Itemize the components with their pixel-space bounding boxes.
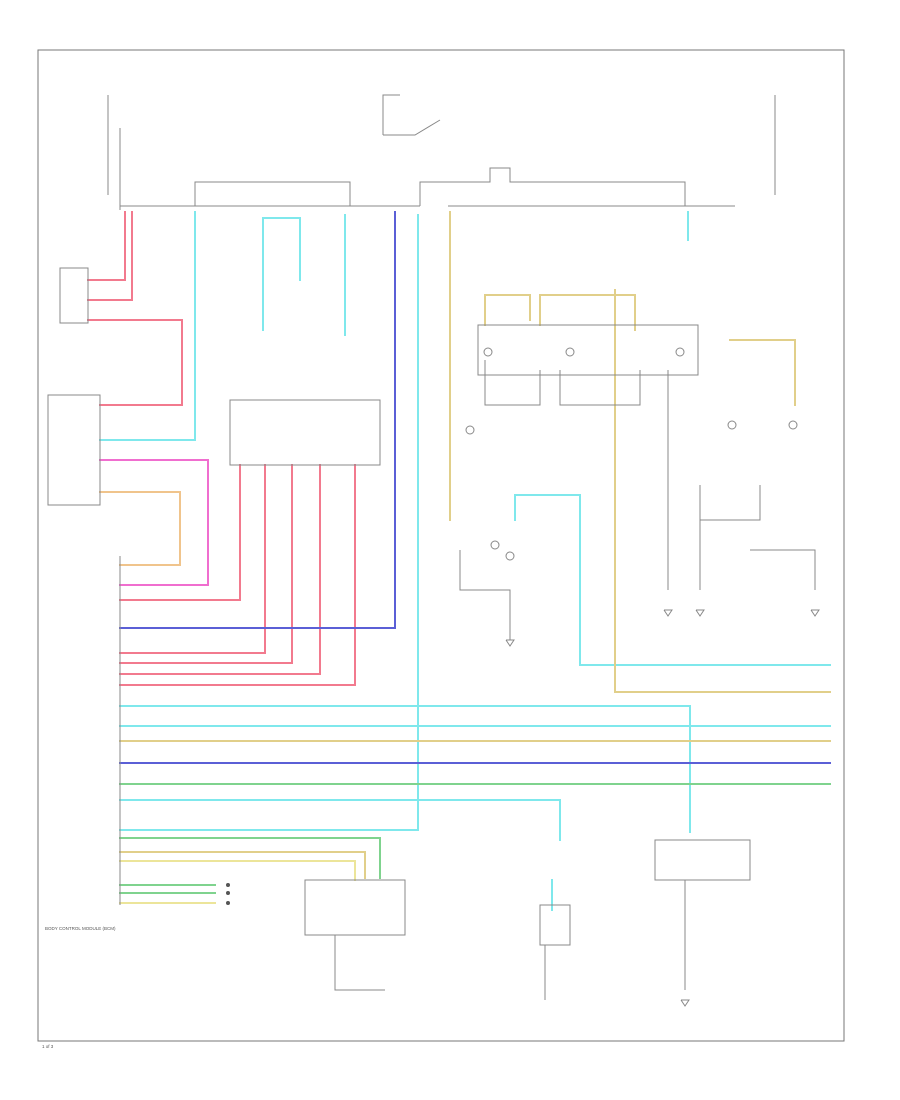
lamp-6 [788, 420, 798, 430]
red-wire-5 [119, 464, 266, 654]
red-wire-7 [119, 464, 321, 675]
lamps [465, 347, 798, 561]
headlamp-switch-box [47, 394, 101, 506]
fuse-block-box [229, 399, 381, 466]
pink-wire [99, 459, 209, 586]
relay-box [304, 879, 406, 936]
red-wire-6 [119, 464, 293, 664]
ground-2 [695, 609, 705, 617]
left-module-label: BODY CONTROL MODULE (BCM) [45, 926, 116, 931]
components [47, 267, 751, 946]
orange-wire [99, 491, 181, 566]
blue-wires [119, 211, 831, 764]
red-wire-2 [87, 211, 133, 301]
ground-1 [663, 609, 673, 617]
lamp-4 [465, 425, 475, 435]
lamp-1 [483, 347, 493, 357]
hazard-switch-box [654, 839, 751, 881]
flasher-box [539, 904, 571, 946]
lamp-5 [727, 420, 737, 430]
top-bus-bars [120, 167, 735, 207]
tan-wires [119, 211, 831, 879]
red-wire-8 [119, 464, 356, 686]
cyan-wires [99, 211, 831, 911]
lamp-7 [490, 540, 500, 550]
red-wire-4 [119, 464, 241, 601]
ground-5 [680, 999, 690, 1007]
diagram-frame [37, 49, 845, 1042]
lamp-3 [675, 347, 685, 357]
left-module-box [59, 267, 89, 324]
top-left-branches [107, 94, 776, 210]
red-wire-1 [87, 211, 126, 281]
ground-symbols [505, 609, 820, 1007]
yellow-wires [119, 860, 356, 904]
ground-4 [505, 639, 515, 647]
lamp-2 [565, 347, 575, 357]
lamp-8 [505, 551, 515, 561]
module-connector-dots [226, 883, 230, 905]
green-wires [119, 783, 831, 894]
lamp-group-box [477, 324, 699, 376]
red-wire-3 [87, 319, 183, 406]
ground-3 [810, 609, 820, 617]
red-wires [87, 211, 356, 686]
page-number: 1 of 3 [42, 1044, 54, 1049]
